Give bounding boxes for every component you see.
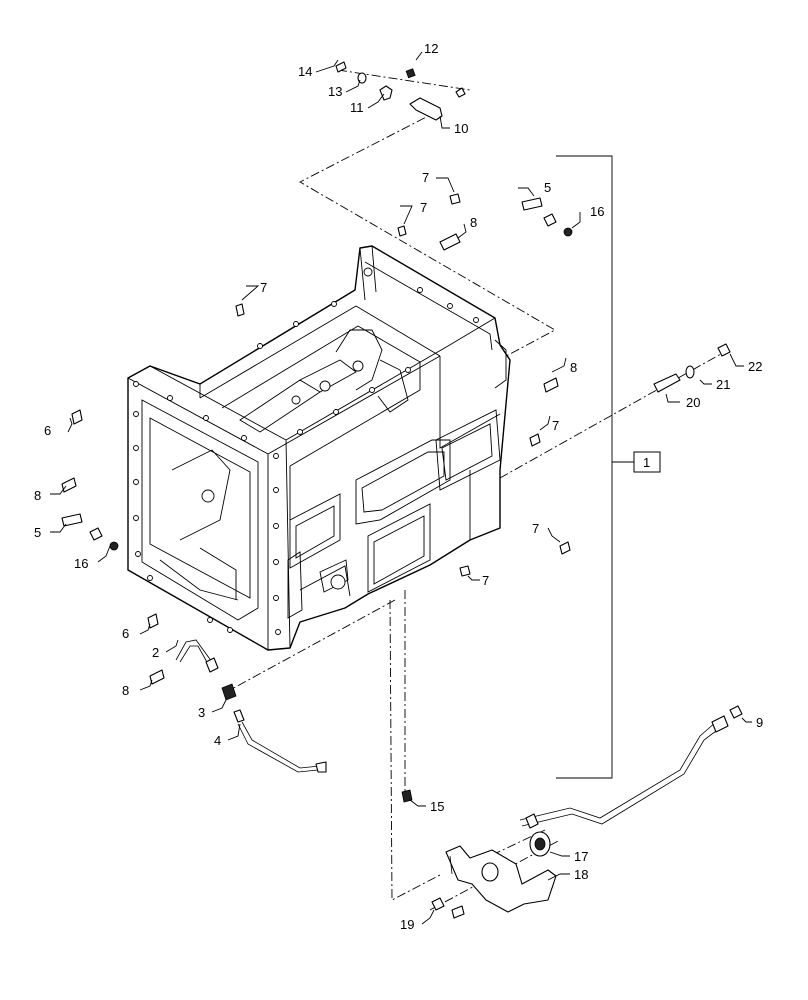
part-15-fitting [401,789,413,803]
callout-13: 13 [328,84,342,99]
callout-8: 8 [34,488,41,503]
callout-15: 15 [430,799,444,814]
part-21-washer [685,365,695,379]
callout-3: 3 [198,705,205,720]
part-8-plug-right [543,377,559,393]
part-16-seal-top [563,227,573,237]
callout-12: 12 [424,41,438,56]
callout-5: 5 [34,525,41,540]
part-5-pin-left [61,513,103,541]
callout-16: 16 [590,204,604,219]
part-20-stud [653,373,681,393]
part-16-seal-left [109,541,119,551]
callout-7: 7 [532,521,539,536]
callout-7: 7 [422,170,429,185]
part-22-nut [717,343,731,357]
callout-7: 7 [260,280,267,295]
callout-6: 6 [44,423,51,438]
callout-6: 6 [122,626,129,641]
part-7-plug-bottom [459,565,471,577]
part-10-bracket [409,87,466,121]
part-3-fitting [221,683,237,701]
part-7-plug-right-2 [559,541,571,555]
callout-leaders [50,51,752,925]
callout-4: 4 [214,733,221,748]
callout-2: 2 [152,645,159,660]
part-7-plug-right-1 [529,433,541,447]
part-11-nut [379,85,393,101]
callout-16: 16 [74,556,88,571]
part-19-bolts [431,897,465,919]
assembly-bracket [556,155,661,779]
callout-19: 19 [400,917,414,932]
callout-7: 7 [482,573,489,588]
part-18-plate [445,845,557,913]
callout-18: 18 [574,867,588,882]
part-6-plug-left-top [71,409,83,425]
callout-1: 1 [643,455,650,470]
callout-10: 10 [454,121,468,136]
callout-8: 8 [570,360,577,375]
part-14-screw [335,61,347,73]
part-7-plug-top-2 [397,225,407,237]
callout-14: 14 [298,64,312,79]
callout-11: 11 [350,100,364,115]
part-7-plug-housing-top [235,303,245,317]
part-8-plug-left-bottom [149,669,165,685]
callout-17: 17 [574,849,588,864]
callout-21: 21 [716,377,730,392]
callout-20: 20 [686,395,700,410]
part-12-clip [405,68,416,79]
part-2-tube [175,639,219,673]
callout-7: 7 [552,418,559,433]
callout-7: 7 [420,200,427,215]
part-8-plug-left [61,477,77,493]
part-4-tube [233,709,327,773]
callout-22: 22 [748,359,762,374]
part-8-plug-top [439,233,461,251]
transmission-housing [127,245,511,651]
part-17-grommet [529,831,551,857]
part-7-plug-top-1 [449,193,461,205]
callout-8: 8 [470,215,477,230]
callout-5: 5 [544,180,551,195]
callout-8: 8 [122,683,129,698]
callout-labels: 12 14 13 11 10 7 5 7 8 16 7 22 21 20 8 7… [34,41,763,932]
callout-9: 9 [756,715,763,730]
part-5-pin-top [521,197,557,227]
part-9-pipe [519,705,743,829]
